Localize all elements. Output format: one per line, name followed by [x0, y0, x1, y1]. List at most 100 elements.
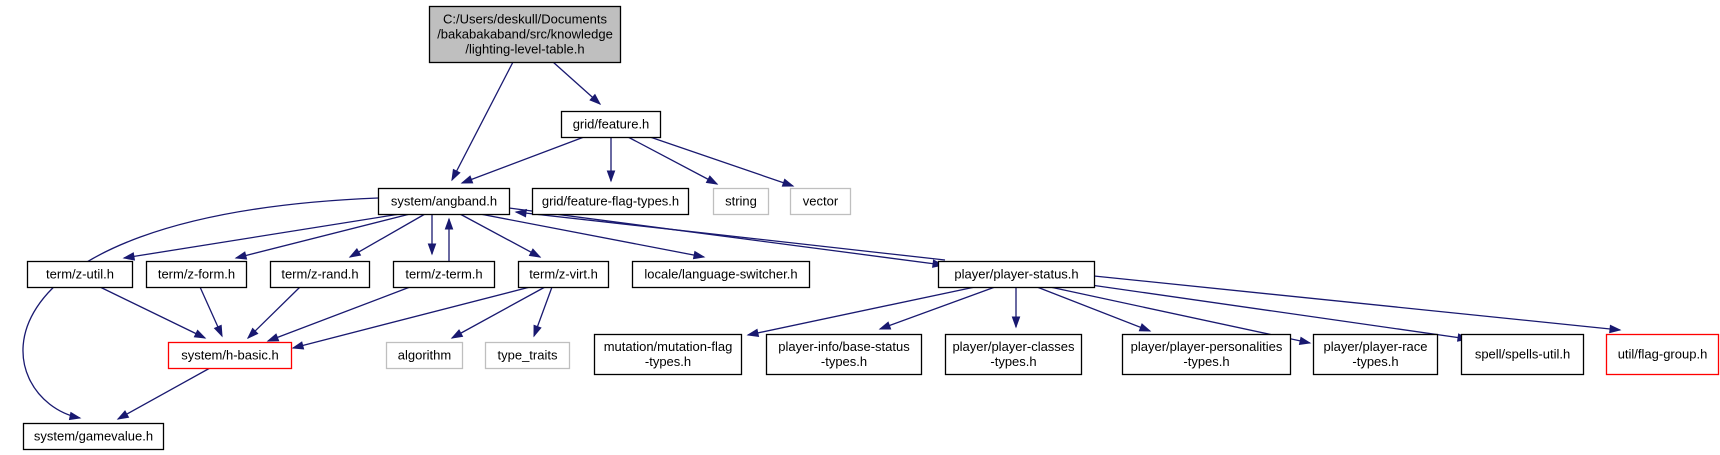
- node-algorithm[interactable]: algorithm: [385, 341, 464, 370]
- node-box: [428, 5, 622, 64]
- node-grid-feature[interactable]: grid/feature.h: [560, 110, 662, 139]
- arrowhead-icon: [234, 251, 248, 260]
- node-box: [484, 341, 571, 370]
- edge-z_virt-to-algorithm: [450, 286, 546, 339]
- node-angband[interactable]: system/angband.h: [377, 187, 511, 216]
- edge-angband-to-z_virt: [459, 213, 542, 258]
- node-mutation-flag-types[interactable]: mutation/mutation-flag-types.h: [593, 333, 743, 376]
- node-label-line: /bakabakaband/src/knowledge: [437, 27, 613, 42]
- node-box: [1312, 333, 1439, 376]
- edge-z_form-to-h_basic: [199, 286, 223, 338]
- node-label-line: -types.h: [645, 354, 691, 369]
- edge-player_status-to-player_classes_types: [1011, 287, 1021, 329]
- node-flag-group[interactable]: util/flag-group.h: [1605, 333, 1720, 376]
- node-label-line: player/player-status.h: [954, 267, 1078, 282]
- arrowhead-icon: [246, 327, 259, 340]
- arrowhead-icon: [451, 168, 461, 182]
- arrowhead-icon: [528, 248, 542, 258]
- edge-z_virt-to-h_basic: [291, 286, 531, 350]
- arrowhead-icon: [266, 333, 280, 342]
- arrowhead-icon: [122, 252, 136, 261]
- node-z-form[interactable]: term/z-form.h: [145, 260, 248, 289]
- node-box: [22, 422, 165, 451]
- edge-player_status-to-base_status_types: [878, 286, 996, 330]
- node-label-line: mutation/mutation-flag: [604, 339, 733, 354]
- edge-player_status-to-flag_group: [1093, 275, 1622, 334]
- node-z-rand[interactable]: term/z-rand.h: [269, 260, 371, 289]
- node-box: [1605, 333, 1720, 376]
- node-label-line: /lighting-level-table.h: [465, 42, 584, 57]
- node-base-status-types[interactable]: player-info/base-status-types.h: [765, 333, 923, 376]
- node-label-line: locale/language-switcher.h: [644, 267, 797, 282]
- node-string[interactable]: string: [712, 187, 770, 216]
- edge-z_term-to-h_basic: [266, 286, 411, 342]
- node-label-line: spell/spells-util.h: [1475, 347, 1570, 362]
- arrowhead-icon: [1298, 336, 1312, 346]
- node-vector[interactable]: vector: [789, 187, 852, 216]
- node-label-line: term/z-rand.h: [281, 267, 358, 282]
- node-box: [377, 187, 511, 216]
- node-box: [1460, 333, 1585, 376]
- arrowhead-icon: [746, 328, 760, 338]
- edge-angband-to-player_status: [508, 207, 945, 268]
- node-feature-flag-types[interactable]: grid/feature-flag-types.h: [531, 187, 690, 216]
- node-root[interactable]: C:/Users/deskull/Documents/bakabakaband/…: [428, 5, 622, 64]
- node-box: [560, 110, 662, 139]
- arrowhead-icon: [193, 329, 207, 339]
- node-label-line: term/z-util.h: [46, 267, 114, 282]
- edge-angband-to-language_switcher: [479, 213, 706, 260]
- arrowhead-icon: [781, 178, 795, 187]
- node-box: [631, 260, 811, 289]
- edge-player_status-to-angband: [514, 208, 946, 261]
- node-box: [392, 260, 496, 289]
- edges-layer: [22, 61, 1622, 421]
- edge-z_term-to-angband: [444, 217, 454, 261]
- edge-z_rand-to-h_basic: [246, 286, 301, 340]
- node-label-line: string: [725, 194, 757, 209]
- node-box: [937, 260, 1096, 289]
- node-label-line: grid/feature-flag-types.h: [542, 194, 679, 209]
- node-z-util[interactable]: term/z-util.h: [26, 260, 134, 289]
- node-type-traits[interactable]: type_traits: [484, 341, 571, 370]
- edge-angband-to-z_util: [122, 213, 401, 261]
- node-gamevalue[interactable]: system/gamevalue.h: [22, 422, 165, 451]
- node-player-race-types[interactable]: player/player-race-types.h: [1312, 333, 1439, 376]
- arrowhead-icon: [878, 321, 892, 330]
- node-player-personalities-types[interactable]: player/player-personalities-types.h: [1121, 333, 1292, 376]
- node-box: [145, 260, 248, 289]
- arrowhead-icon: [348, 248, 362, 258]
- node-h-basic[interactable]: system/h-basic.h: [167, 341, 293, 370]
- node-player-classes-types[interactable]: player/player-classes-types.h: [944, 333, 1083, 376]
- arrowhead-icon: [116, 410, 130, 420]
- node-label-line: player/player-personalities: [1131, 339, 1283, 354]
- node-box: [167, 341, 293, 370]
- node-label-line: system/gamevalue.h: [34, 429, 153, 444]
- node-box: [517, 260, 610, 289]
- node-z-virt[interactable]: term/z-virt.h: [517, 260, 610, 289]
- node-player-status[interactable]: player/player-status.h: [937, 260, 1096, 289]
- node-label-line: player-info/base-status: [778, 339, 910, 354]
- arrowhead-icon: [606, 170, 616, 183]
- node-label-line: C:/Users/deskull/Documents: [443, 12, 607, 27]
- node-box: [269, 260, 371, 289]
- arrowhead-icon: [213, 324, 223, 338]
- edge-angband-to-z_form: [234, 213, 411, 260]
- node-box: [1121, 333, 1292, 376]
- arrowhead-icon: [1609, 324, 1622, 334]
- edge-grid_feature-to-vector: [649, 136, 795, 187]
- arrowhead-icon: [1011, 316, 1021, 329]
- node-spells-util[interactable]: spell/spells-util.h: [1460, 333, 1585, 376]
- arrowhead-icon: [589, 93, 602, 105]
- arrowhead-icon: [68, 411, 82, 421]
- node-label-line: -types.h: [990, 354, 1036, 369]
- node-z-term[interactable]: term/z-term.h: [392, 260, 496, 289]
- arrowhead-icon: [514, 208, 527, 218]
- node-box: [385, 341, 464, 370]
- edge-h_basic-to-gamevalue: [116, 367, 211, 420]
- node-label-line: util/flag-group.h: [1618, 347, 1708, 362]
- edge-player_status-to-player_race_types: [1049, 286, 1312, 346]
- node-language-switcher[interactable]: locale/language-switcher.h: [631, 260, 811, 289]
- node-box: [765, 333, 923, 376]
- edge-root-to-grid_feature: [552, 61, 602, 105]
